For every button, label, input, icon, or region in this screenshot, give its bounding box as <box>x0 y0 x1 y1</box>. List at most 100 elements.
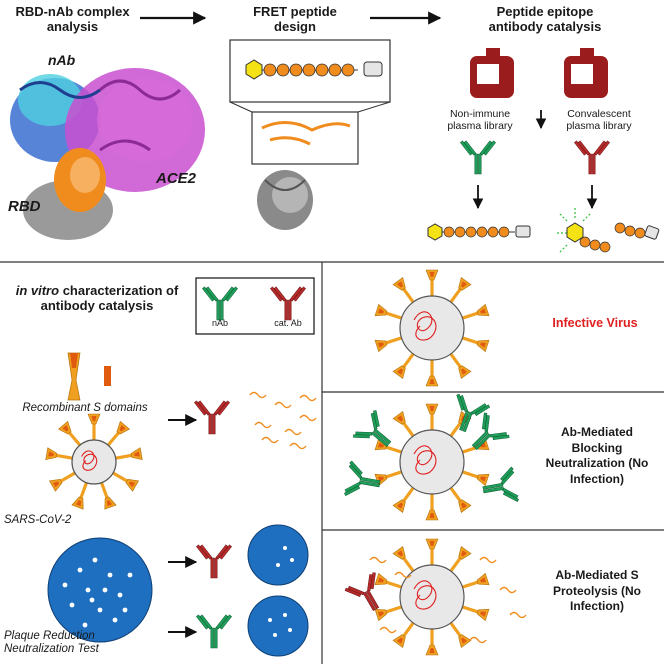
spike-rbd <box>128 481 136 488</box>
spike-protein <box>71 482 88 510</box>
spike-stem <box>54 453 73 460</box>
spike-protein <box>425 538 439 565</box>
spike-protein <box>374 605 403 622</box>
spike-stem <box>112 471 130 484</box>
peptide-intact <box>427 223 531 241</box>
peptide-fragment <box>369 556 387 564</box>
spike-stem <box>106 430 121 447</box>
spike-stem <box>461 580 481 589</box>
plaque-dot <box>127 572 133 578</box>
plaque-dot <box>276 563 280 567</box>
viral-rna <box>413 311 437 341</box>
spike-rbd <box>429 406 435 411</box>
spike-rbd <box>480 308 487 314</box>
spike-stem <box>430 360 434 378</box>
label-rbd: RBD <box>8 198 41 215</box>
spike-rbd <box>480 577 487 583</box>
spike-rbd <box>377 308 384 314</box>
viral-rna <box>81 450 98 471</box>
library-left-label: Non-immune plasma library <box>447 108 513 133</box>
peptide-fragment <box>299 394 317 402</box>
spike-protein <box>392 621 415 648</box>
virus-proteolysis <box>374 538 490 656</box>
peptide-fragment <box>249 391 267 399</box>
spike-protein <box>449 277 472 304</box>
plaque-dot <box>92 557 98 563</box>
protein-complex-illustration <box>10 68 205 240</box>
spike-stem <box>449 286 463 304</box>
spike-stem <box>401 352 415 370</box>
sars-cov-2-virus <box>45 413 143 510</box>
spike-rbd <box>397 637 403 644</box>
spike-rbd <box>397 281 403 288</box>
label-nab: nAb <box>48 52 76 68</box>
legend-cat-label: cat. Ab <box>274 318 302 328</box>
spike-rbd <box>377 611 384 617</box>
virus-blocked <box>374 403 490 521</box>
spike-rbd <box>377 342 384 348</box>
spike-protein <box>449 352 472 379</box>
spike-protein <box>461 336 490 353</box>
peptide-fragment <box>289 442 307 450</box>
rbd-structure-illustration <box>257 121 351 230</box>
virus-envelope <box>399 429 465 495</box>
spike-stem <box>430 494 434 512</box>
plaque-dot <box>89 597 95 603</box>
spike-stem <box>383 605 403 614</box>
spike-rbd <box>52 481 60 488</box>
spike-rbd <box>480 476 487 482</box>
spike-stem <box>401 621 415 639</box>
library-nab-antibody <box>459 140 497 175</box>
plaque-dot <box>62 582 68 588</box>
spike-protein <box>449 621 472 648</box>
spike-protein <box>461 303 490 320</box>
peptide-fragment <box>274 401 292 409</box>
plaque-dot <box>117 592 123 598</box>
spike-rbd <box>429 379 435 384</box>
viral-rna <box>413 445 437 475</box>
step3-title: Peptide epitope antibody catalysis <box>488 4 602 34</box>
fret-peptide-top <box>245 59 383 80</box>
row2-label: Ab-Mediated Blocking Neutralization (No … <box>545 425 649 486</box>
plaque-plate-top <box>247 524 309 586</box>
spike-protein <box>425 269 439 296</box>
spike-stem <box>449 555 463 573</box>
recombinant-s-domains-icon <box>67 352 111 401</box>
spike-stem <box>461 470 481 479</box>
spike-stem <box>67 430 82 447</box>
spike-stem <box>449 486 463 504</box>
spike-protein <box>425 494 439 521</box>
plaque-dots-large <box>62 557 133 628</box>
spike-rbd <box>461 502 467 509</box>
blocking-nab <box>479 466 520 508</box>
plaque-dot <box>102 587 108 593</box>
plaque-dot <box>82 622 88 628</box>
spike-rbd <box>91 416 97 421</box>
peptide-fragment <box>469 636 487 644</box>
spike-stem <box>461 605 481 614</box>
plaque-dot <box>273 633 277 637</box>
cleaved-fragments-left <box>249 391 317 450</box>
spike-protein <box>100 482 117 510</box>
spike-stem <box>115 453 134 460</box>
in-vitro-italic: in vitro <box>15 283 60 298</box>
spike-rbd <box>106 500 113 507</box>
plaque-dots-small <box>268 546 294 637</box>
spike-rbd <box>397 415 403 422</box>
spike-stem <box>383 580 403 589</box>
spike-protein <box>374 437 403 454</box>
spike-rbd <box>461 550 467 557</box>
peptide-cleaved <box>556 208 660 254</box>
recombinant-cat-antibody <box>193 400 231 435</box>
structure-box <box>251 111 359 165</box>
spike-stem <box>92 422 96 440</box>
spike-rbd <box>429 648 435 653</box>
plaque-dot <box>268 618 272 622</box>
spike-protein <box>374 303 403 320</box>
spike-stem <box>461 336 481 345</box>
spike-stem <box>449 420 463 438</box>
spike-protein <box>425 629 439 656</box>
sars-label: SARS-CoV-2 <box>4 514 72 526</box>
spike-protein <box>392 546 415 573</box>
